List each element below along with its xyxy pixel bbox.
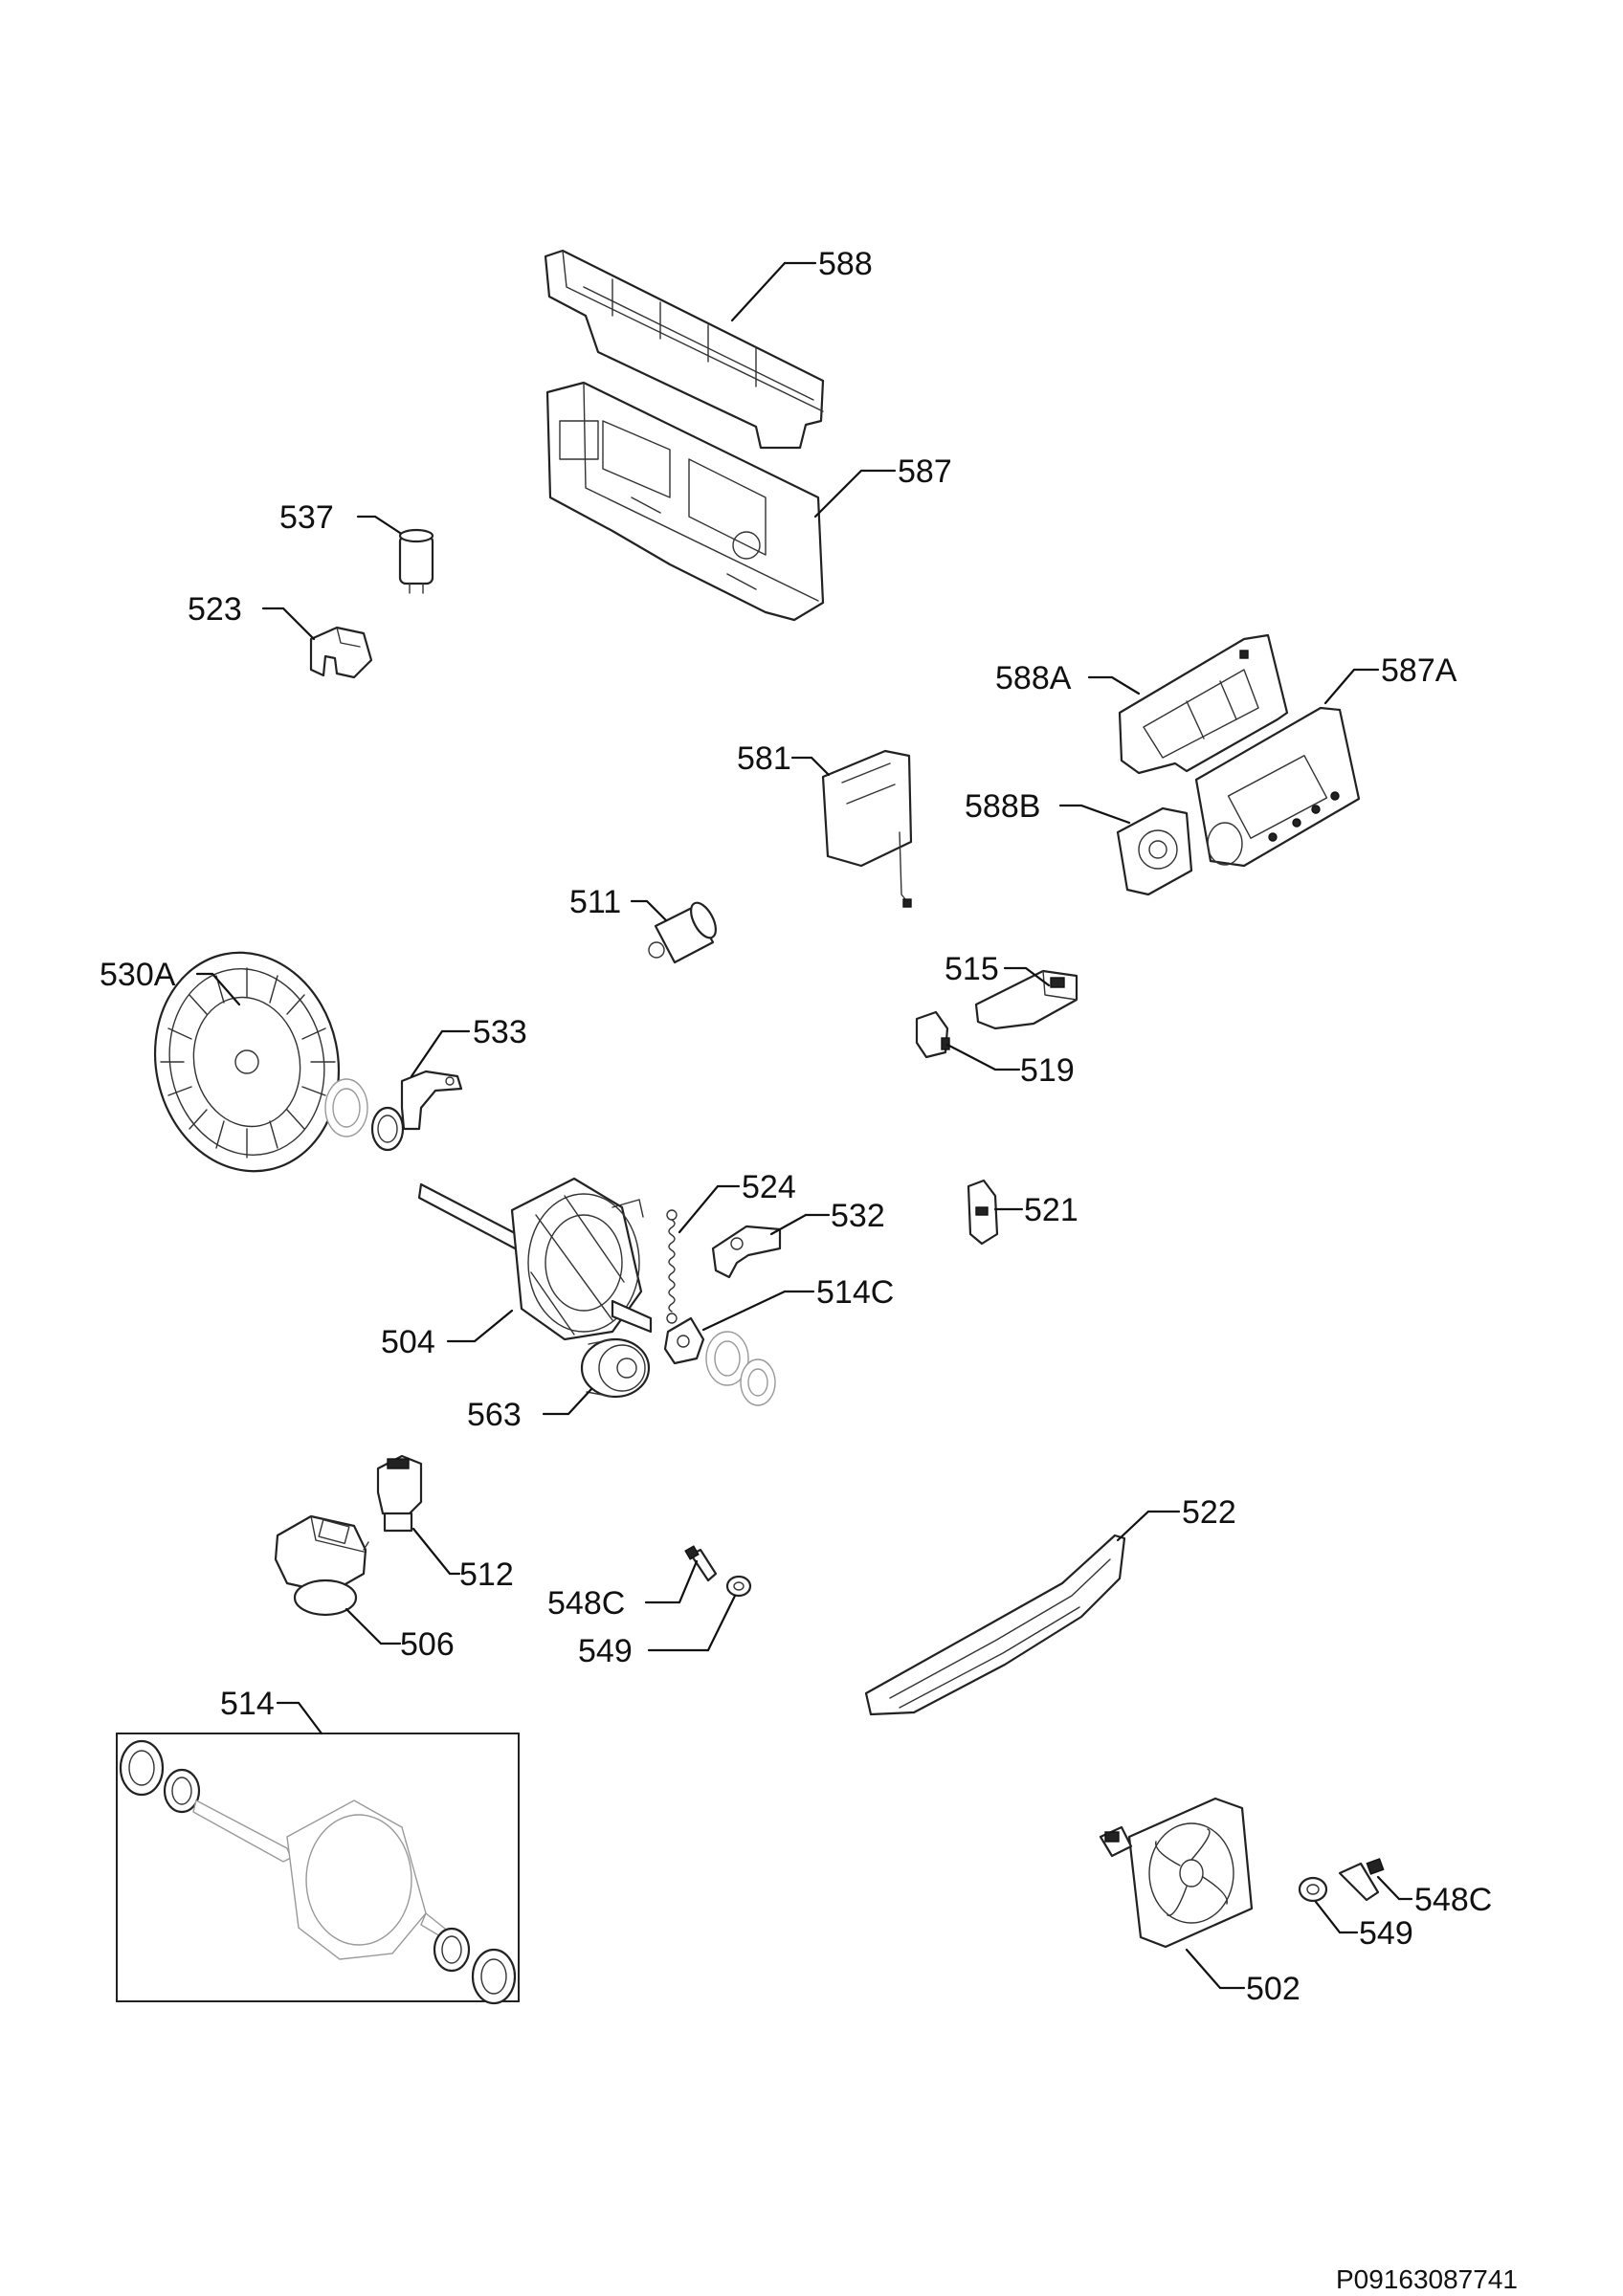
callout-587[interactable]: 587 xyxy=(898,453,952,490)
callout-548C-upper[interactable]: 548C xyxy=(547,1585,625,1622)
callout-524[interactable]: 524 xyxy=(742,1169,796,1205)
leader-588B xyxy=(1058,804,1131,825)
part-524-spring[interactable] xyxy=(666,1209,678,1324)
callout-588[interactable]: 588 xyxy=(818,246,873,282)
callout-515[interactable]: 515 xyxy=(945,951,999,987)
callout-537[interactable]: 537 xyxy=(279,499,334,536)
part-bearing-left-2 xyxy=(370,1106,405,1152)
part-504-motor[interactable] xyxy=(417,1177,653,1341)
callout-504[interactable]: 504 xyxy=(381,1324,435,1360)
leader-537 xyxy=(356,515,402,535)
callout-521[interactable]: 521 xyxy=(1024,1192,1078,1228)
part-549-washer-lower[interactable] xyxy=(1298,1876,1328,1903)
leader-587A xyxy=(1323,668,1380,705)
document-number: P09163087741 xyxy=(1336,2264,1518,2294)
leader-522 xyxy=(1116,1510,1181,1542)
part-548C-screw-upper[interactable] xyxy=(684,1545,718,1582)
leader-524 xyxy=(678,1184,741,1234)
part-532-tensioner[interactable] xyxy=(711,1225,782,1279)
part-587A-display-board[interactable] xyxy=(1194,706,1361,868)
callout-549-upper[interactable]: 549 xyxy=(578,1633,633,1669)
leader-549-lower xyxy=(1314,1900,1359,1934)
callout-588A[interactable]: 588A xyxy=(995,660,1072,696)
callout-533[interactable]: 533 xyxy=(473,1014,527,1050)
part-533-bracket[interactable] xyxy=(400,1070,463,1131)
part-523-clamp[interactable] xyxy=(309,626,373,679)
leader-523 xyxy=(261,607,316,641)
leader-514C xyxy=(701,1290,815,1332)
leader-514 xyxy=(276,1701,323,1735)
part-bearing-left-1 xyxy=(324,1078,368,1137)
part-515-door-lock[interactable] xyxy=(974,969,1078,1030)
leader-532 xyxy=(769,1213,831,1236)
callout-514[interactable]: 514 xyxy=(220,1686,275,1722)
part-581-sensor-board[interactable] xyxy=(821,749,913,908)
leader-581 xyxy=(790,756,831,777)
callout-588B[interactable]: 588B xyxy=(965,788,1040,825)
part-519-sensor[interactable] xyxy=(915,1010,950,1059)
callout-523[interactable]: 523 xyxy=(188,591,242,628)
part-588A-frame[interactable] xyxy=(1118,633,1289,775)
leader-504 xyxy=(446,1309,514,1343)
part-514-motor-kit[interactable] xyxy=(116,1733,520,2005)
leader-530A xyxy=(195,972,241,1006)
callout-519[interactable]: 519 xyxy=(1020,1052,1075,1089)
part-588B-knob[interactable] xyxy=(1116,806,1193,896)
part-502-cooling-fan[interactable] xyxy=(1099,1797,1254,1949)
part-512-valve[interactable] xyxy=(376,1454,423,1533)
callout-548C-lower[interactable]: 548C xyxy=(1414,1882,1492,1918)
callout-581[interactable]: 581 xyxy=(737,740,791,777)
part-548C-screw-lower[interactable] xyxy=(1338,1858,1385,1902)
callout-532[interactable]: 532 xyxy=(831,1198,885,1234)
leader-511 xyxy=(630,899,668,922)
leader-519 xyxy=(945,1043,1021,1071)
part-522-trim[interactable] xyxy=(864,1534,1126,1716)
part-506-pump[interactable] xyxy=(274,1514,369,1617)
part-588-cover[interactable] xyxy=(544,249,825,450)
callout-549-lower[interactable]: 549 xyxy=(1359,1915,1413,1952)
leader-588 xyxy=(730,261,787,322)
callout-563[interactable]: 563 xyxy=(467,1397,522,1433)
callout-511[interactable]: 511 xyxy=(569,884,621,920)
callout-502[interactable]: 502 xyxy=(1246,1971,1301,2007)
leader-515 xyxy=(1003,966,1051,987)
part-514C-plate[interactable] xyxy=(663,1316,705,1365)
part-587-control-module[interactable] xyxy=(545,381,825,622)
callout-522[interactable]: 522 xyxy=(1182,1494,1236,1531)
leader-563 xyxy=(542,1387,593,1416)
part-511-capacitor[interactable] xyxy=(648,899,721,964)
leader-533 xyxy=(410,1029,471,1078)
leader-548C-lower xyxy=(1376,1875,1413,1901)
part-563-pulley[interactable] xyxy=(580,1337,651,1399)
part-bearing-right-2 xyxy=(740,1358,776,1406)
leader-502 xyxy=(1185,1948,1246,1990)
leader-548C-upper xyxy=(644,1559,699,1604)
leader-512 xyxy=(411,1527,461,1576)
part-537-capacitor[interactable] xyxy=(398,528,434,594)
callout-506[interactable]: 506 xyxy=(400,1626,455,1663)
callout-514C[interactable]: 514C xyxy=(816,1274,894,1311)
part-bearing-right-1 xyxy=(705,1331,749,1386)
callout-587A[interactable]: 587A xyxy=(1381,652,1457,689)
callout-512[interactable]: 512 xyxy=(459,1556,514,1593)
callout-530A[interactable]: 530A xyxy=(100,957,176,993)
leader-588A xyxy=(1087,675,1141,695)
leader-549-upper xyxy=(647,1594,737,1652)
part-521-thermistor[interactable] xyxy=(967,1179,999,1246)
leader-587 xyxy=(813,469,863,519)
leader-506 xyxy=(345,1607,402,1645)
part-549-washer-upper[interactable] xyxy=(725,1575,752,1598)
